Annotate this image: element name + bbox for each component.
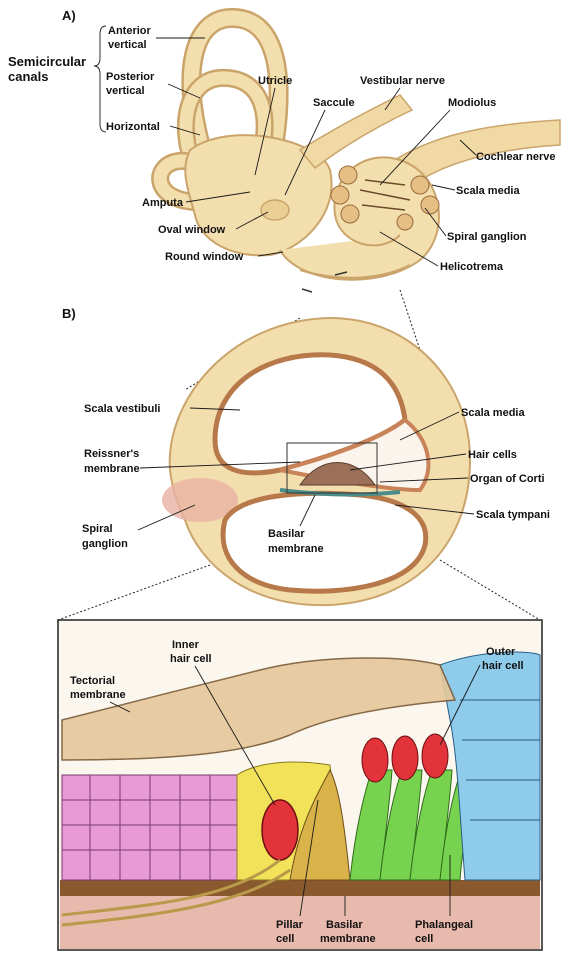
label-hair-cells: Hair cells — [468, 449, 517, 461]
semicircular-canals-label-2: canals — [8, 69, 48, 84]
semicircular-canals-label-1: Semicircular — [8, 54, 86, 69]
label-horizontal: Horizontal — [106, 121, 160, 133]
panel-c: Tectorial membrane Inner hair cell Outer… — [58, 620, 542, 950]
label-spiral-ganglion-a: Spiral ganglion — [447, 231, 527, 243]
label-oval-window: Oval window — [158, 224, 226, 236]
panel-a: A) Semic — [8, 8, 560, 292]
pink-cell-cluster — [62, 775, 237, 880]
label-anterior-2: vertical — [108, 39, 147, 51]
label-inner-hair-cell-1: Inner — [172, 639, 200, 651]
label-utricle: Utricle — [258, 75, 292, 87]
label-anterior-1: Anterior — [108, 25, 152, 37]
label-phalangeal-2: cell — [415, 933, 433, 945]
outer-hair-cells — [362, 734, 448, 782]
label-vestibular-nerve: Vestibular nerve — [360, 75, 445, 87]
canal-brace — [94, 26, 106, 132]
label-inner-hair-cell-2: hair cell — [170, 653, 212, 665]
label-basilar-b-2: membrane — [268, 543, 324, 555]
panel-b: B) Scala vestibuli Scala media Reissner'… — [62, 306, 550, 605]
label-reissners-1: Reissner's — [84, 448, 139, 460]
label-cochlear-nerve: Cochlear nerve — [476, 151, 555, 163]
label-spiral-ganglion-b-1: Spiral — [82, 523, 113, 535]
label-pillar-cell-1: Pillar — [276, 919, 304, 931]
leader-scala-media-a — [432, 185, 455, 190]
zoom-line-b-right — [440, 560, 540, 620]
label-modiolus: Modiolus — [448, 97, 496, 109]
label-scala-vestibuli: Scala vestibuli — [84, 403, 160, 415]
label-helicotrema: Helicotrema — [440, 261, 504, 273]
panel-a-tag: A) — [62, 8, 76, 23]
label-outer-hair-cell-1: Outer — [486, 646, 516, 658]
basilar-base-band — [60, 880, 540, 896]
zoom-line-b-left — [58, 565, 210, 620]
panel-b-tag: B) — [62, 306, 76, 321]
label-outer-hair-cell-2: hair cell — [482, 660, 524, 672]
label-round-window: Round window — [165, 251, 244, 263]
label-scala-media-a: Scala media — [456, 185, 520, 197]
label-tectorial-2: membrane — [70, 689, 126, 701]
scala-tympani — [223, 493, 426, 591]
label-saccule: Saccule — [313, 97, 355, 109]
label-basilar-c-2: membrane — [320, 933, 376, 945]
label-reissners-2: membrane — [84, 463, 140, 475]
label-posterior-1: Posterior — [106, 71, 155, 83]
label-basilar-c-1: Basilar — [326, 919, 363, 931]
label-scala-tympani: Scala tympani — [476, 509, 550, 521]
inner-hair-cell-shape — [262, 800, 298, 860]
label-amputa: Amputa — [142, 197, 184, 209]
label-spiral-ganglion-b-2: ganglion — [82, 538, 128, 550]
label-tectorial-1: Tectorial — [70, 675, 115, 687]
label-organ-of-corti: Organ of Corti — [470, 473, 545, 485]
label-pillar-cell-2: cell — [276, 933, 294, 945]
label-phalangeal-1: Phalangeal — [415, 919, 473, 931]
label-scala-media-b: Scala media — [461, 407, 525, 419]
oval-window-shape — [261, 200, 289, 220]
label-basilar-b-1: Basilar — [268, 528, 305, 540]
label-posterior-2: vertical — [106, 85, 145, 97]
